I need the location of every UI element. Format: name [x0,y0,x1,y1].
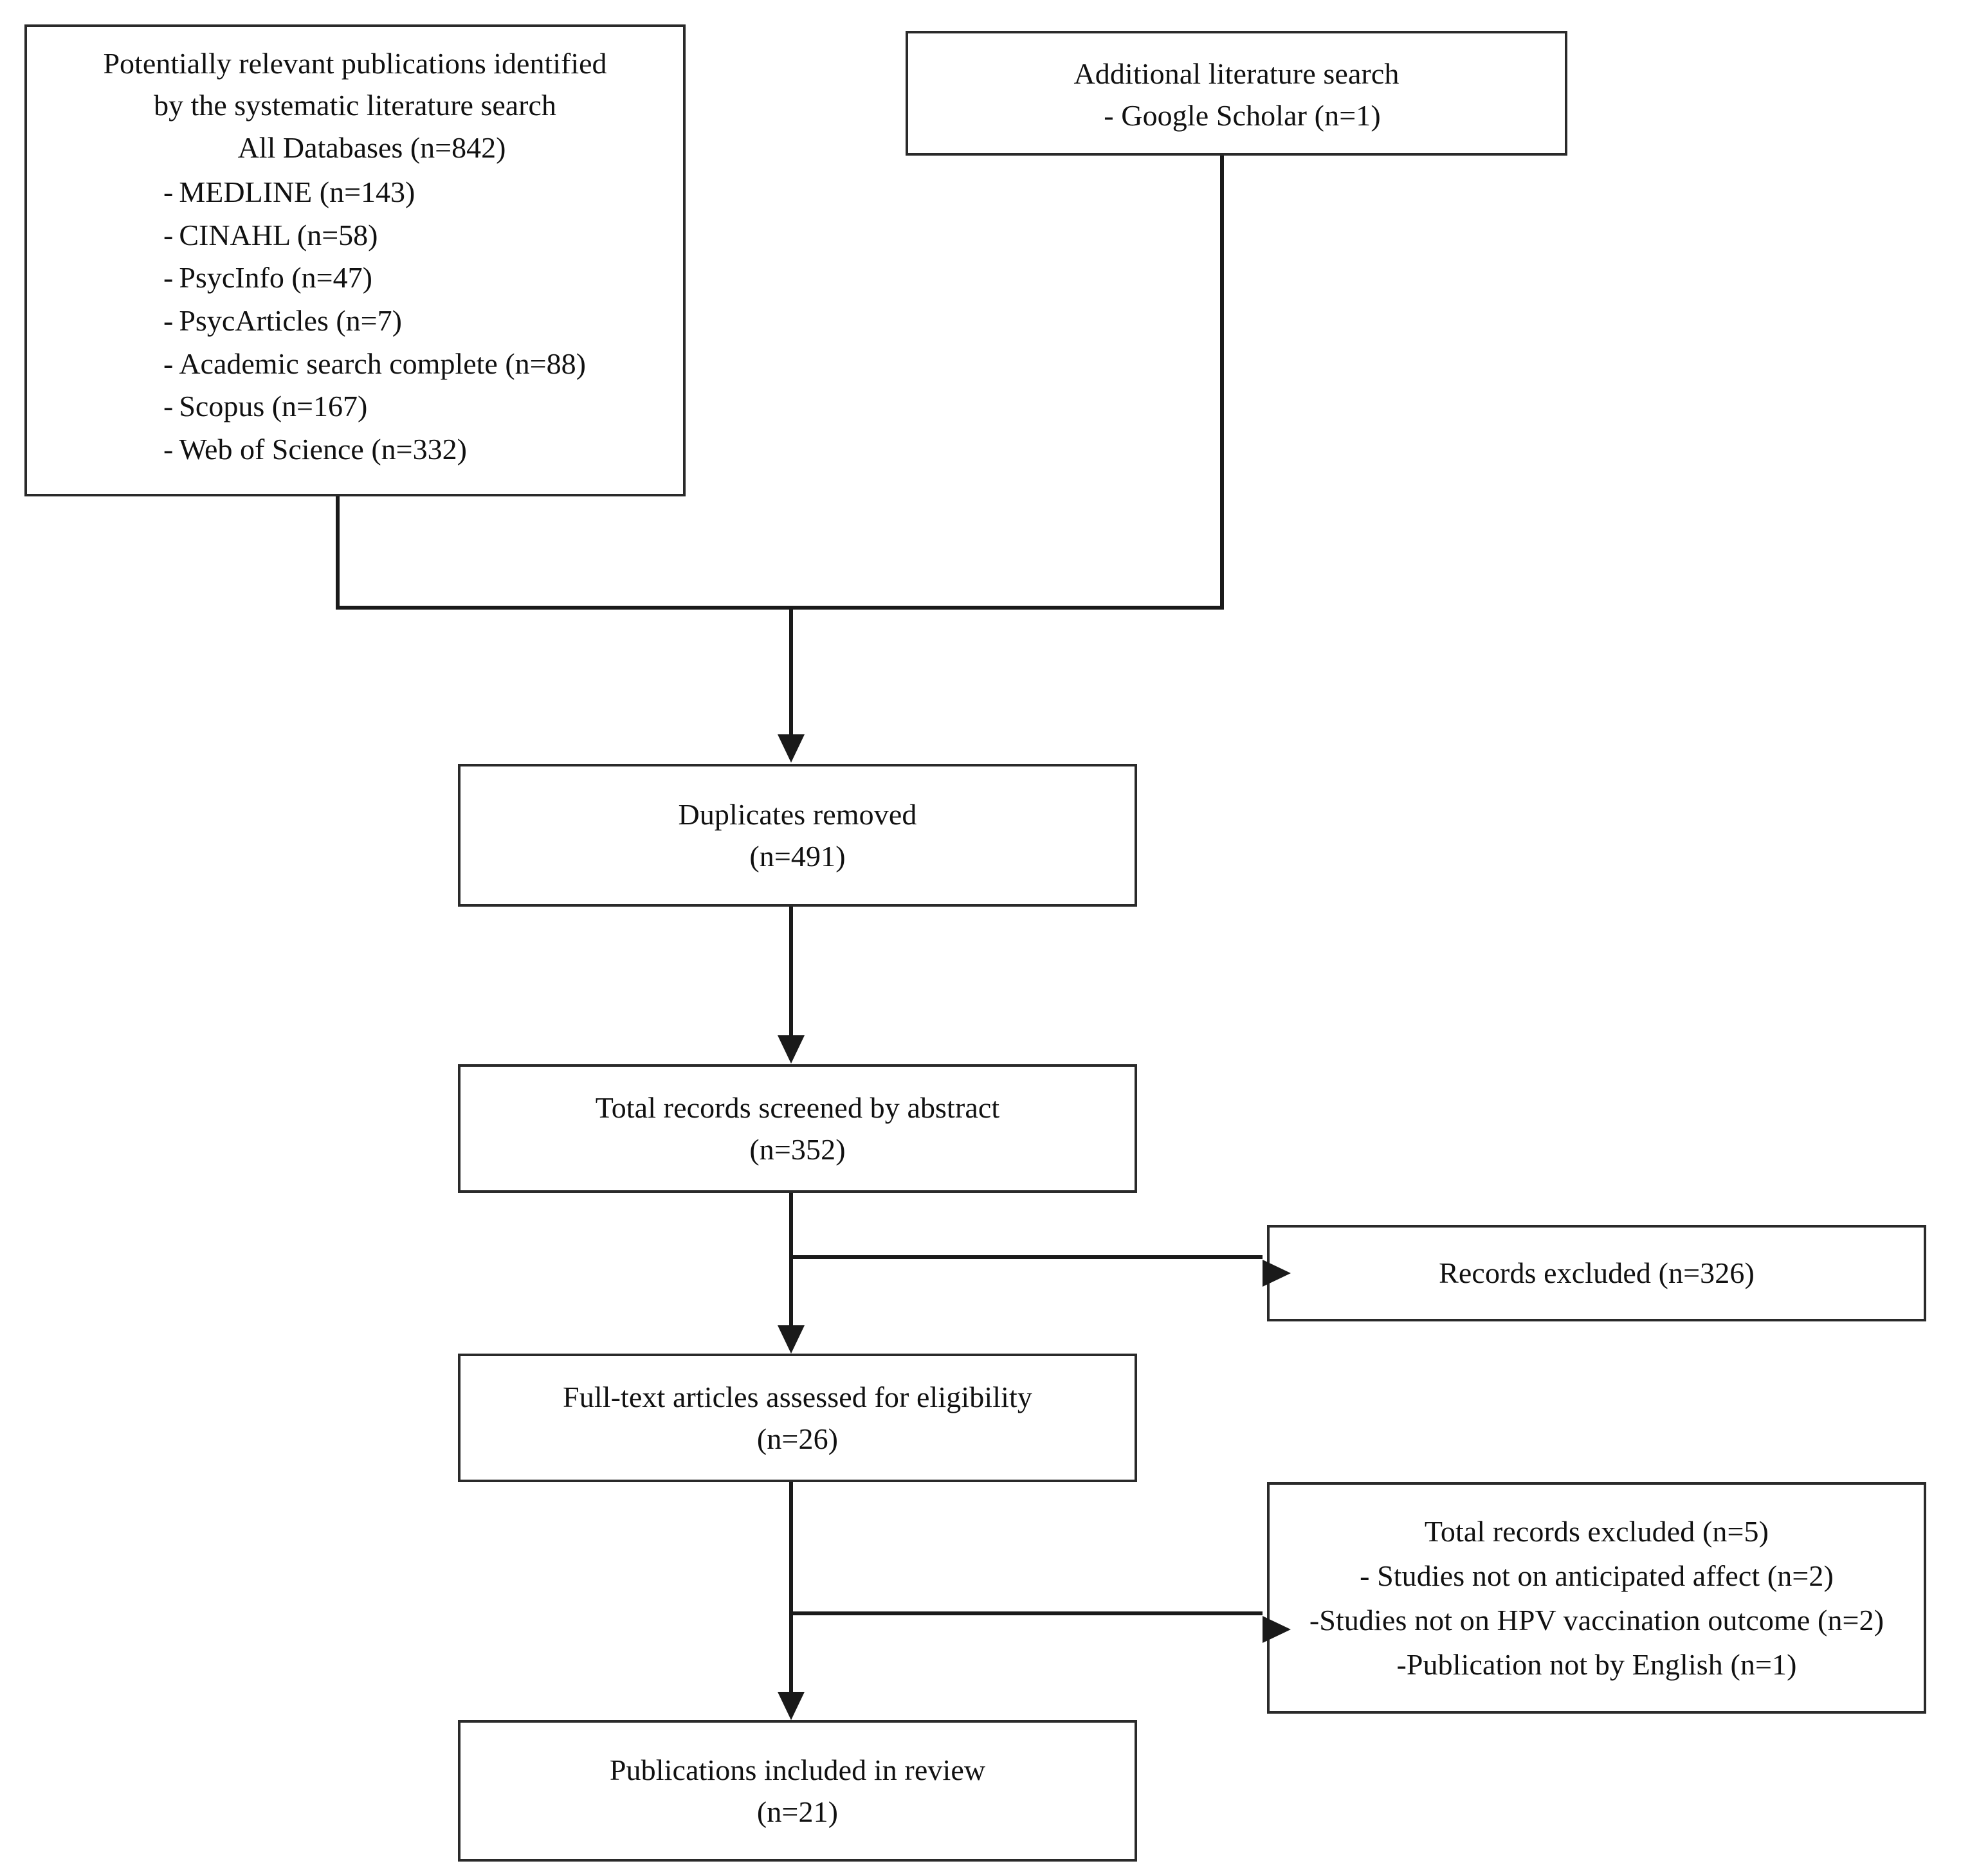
included-line2: (n=21) [756,1795,839,1828]
list-item: -PsycInfo (n=47) [163,257,683,300]
arrowhead-down-icon [778,734,805,763]
sources-heading-line2: by the systematic literature search [154,89,556,122]
list-item-label: Academic search complete (n=88) [179,347,586,380]
connector-merge-to-duplicates [789,606,793,734]
node-records-screened: Total records screened by abstract (n=35… [458,1064,1137,1193]
list-item-label: Web of Science (n=332) [179,433,467,466]
node-additional-search: Additional literature search - Google Sc… [906,31,1567,156]
sources-heading-line3: All Databases (n=842) [237,131,506,164]
excluded-fulltext-line2: - Studies not on anticipated affect (n=2… [1360,1559,1834,1592]
list-item: -Scopus (n=167) [163,385,683,428]
connector-merge-horizontal [336,606,1224,610]
node-records-excluded-screening: Records excluded (n=326) [1267,1225,1926,1321]
list-item: -MEDLINE (n=143) [163,171,683,214]
excluded-screening-line1: Records excluded (n=326) [1439,1256,1755,1290]
screened-line1: Total records screened by abstract [595,1091,1000,1124]
database-list: -MEDLINE (n=143) -CINAHL (n=58) -PsycInf… [27,171,683,471]
arrowhead-right-icon [1263,1260,1291,1287]
list-item-label: Scopus (n=167) [179,390,368,423]
arrowhead-down-icon [778,1692,805,1720]
list-item-label: PsycArticles (n=7) [179,304,402,337]
duplicates-line2: (n=491) [749,840,846,873]
connector-sources-down [336,496,340,610]
connector-additional-down [1220,156,1224,610]
node-fulltext-assessed: Full-text articles assessed for eligibil… [458,1354,1137,1482]
included-line1: Publications included in review [609,1753,986,1786]
connector-fulltext-to-included [789,1482,793,1692]
node-records-excluded-fulltext: Total records excluded (n=5) - Studies n… [1267,1482,1926,1714]
screened-line2: (n=352) [749,1133,846,1166]
bullet-dash: - [163,218,174,251]
sources-heading-line1: Potentially relevant publications identi… [103,47,607,80]
node-publications-included: Publications included in review (n=21) [458,1720,1137,1862]
node-duplicates-removed: Duplicates removed (n=491) [458,764,1137,907]
connector-fulltext-to-excluded [789,1611,1263,1615]
arrowhead-down-icon [778,1325,805,1354]
bullet-dash: - [163,304,174,337]
bullet-dash: - [163,175,174,208]
list-item-label: MEDLINE (n=143) [179,175,415,208]
excluded-fulltext-line4: -Publication not by English (n=1) [1396,1648,1797,1681]
bullet-dash: - [163,347,174,380]
excluded-fulltext-line1: Total records excluded (n=5) [1424,1515,1769,1548]
list-item: -Academic search complete (n=88) [163,343,683,386]
fulltext-line2: (n=26) [756,1422,839,1455]
node-identified-sources: Potentially relevant publications identi… [24,24,686,496]
additional-line2: - Google Scholar (n=1) [1104,99,1381,132]
list-item-label: CINAHL (n=58) [179,218,378,251]
bullet-dash: - [163,390,174,423]
connector-duplicates-to-screened [789,907,793,1035]
arrowhead-down-icon [778,1035,805,1064]
list-item-label: PsycInfo (n=47) [179,261,372,295]
fulltext-line1: Full-text articles assessed for eligibil… [563,1380,1032,1413]
arrowhead-right-icon [1263,1616,1291,1643]
connector-screened-to-excluded [789,1255,1263,1259]
excluded-fulltext-line3: -Studies not on HPV vaccination outcome … [1309,1604,1884,1637]
additional-line1: Additional literature search [1073,57,1400,90]
bullet-dash: - [163,433,174,466]
list-item: -Web of Science (n=332) [163,428,683,471]
bullet-dash: - [163,261,174,295]
duplicates-line1: Duplicates removed [678,797,917,831]
connector-screened-to-fulltext [789,1193,793,1325]
list-item: -PsycArticles (n=7) [163,300,683,343]
list-item: -CINAHL (n=58) [163,214,683,257]
